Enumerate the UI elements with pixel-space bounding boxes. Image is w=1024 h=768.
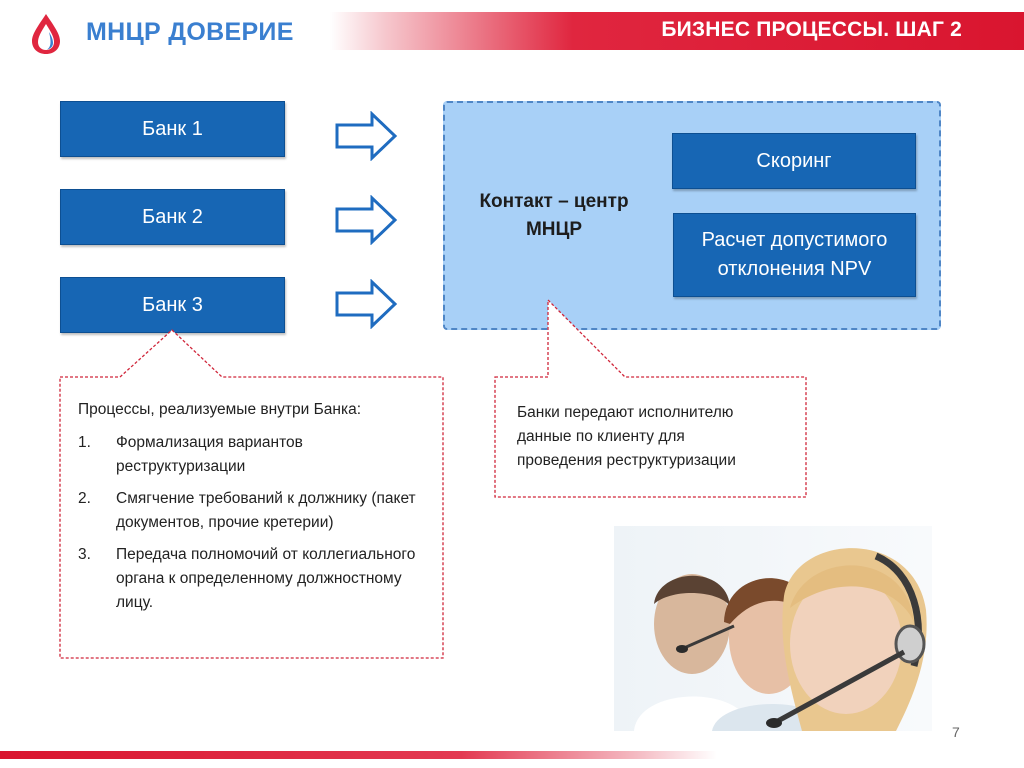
brand-name: МНЦР ДОВЕРИЕ <box>86 18 294 46</box>
bank-3-box: Банк 3 <box>60 277 285 333</box>
slide-title: БИЗНЕС ПРОЦЕССЫ. ШАГ 2 <box>661 18 962 41</box>
list-item-text: Формализация вариантов реструктуризации <box>116 434 303 475</box>
npv-deviation-box: Расчет допустимого отклонения NPV <box>673 213 916 297</box>
footer-bar <box>0 751 1024 759</box>
data-transfer-callout: Банки передают исполнителю данные по кли… <box>497 377 806 497</box>
npv-deviation-line1: Расчет допустимого <box>701 229 888 251</box>
arrow-right-icon <box>335 111 398 161</box>
header-bar: БИЗНЕС ПРОЦЕССЫ. ШАГ 2 <box>330 12 1024 50</box>
contact-center-title-line2: МНЦР <box>525 219 583 240</box>
logo-drop-icon <box>32 14 60 54</box>
bank-1-box: Банк 1 <box>60 101 285 157</box>
list-item-number: 3. <box>78 546 91 563</box>
npv-deviation-line2: отклонения NPV <box>717 258 872 280</box>
scoring-box: Скоринг <box>672 133 916 189</box>
contact-center-title-line1: Контакт – центр <box>479 191 629 212</box>
bank-2-box: Банк 2 <box>60 189 285 245</box>
contact-center-title: Контакт – центр МНЦР <box>466 188 642 244</box>
list-item-number: 2. <box>78 490 91 507</box>
call-center-operators-photo <box>614 526 932 731</box>
arrow-right-icon <box>335 279 398 329</box>
data-transfer-line3: проведения реструктуризации <box>517 452 736 469</box>
list-item: 2. Смягчение требований к должнику (паке… <box>78 487 430 535</box>
list-item: 3. Передача полномочий от коллегиального… <box>78 543 430 615</box>
page-number: 7 <box>952 724 960 740</box>
arrow-right-icon <box>335 195 398 245</box>
list-item-text: Передача полномочий от коллегиального ор… <box>116 546 416 611</box>
data-transfer-line2: данные по клиенту для <box>517 428 685 445</box>
data-transfer-line1: Банки передают исполнителю <box>517 404 734 421</box>
bank-processes-callout: Процессы, реализуемые внутри Банка: 1. Ф… <box>62 377 442 657</box>
bank-processes-lead: Процессы, реализуемые внутри Банка: <box>78 401 362 418</box>
list-item: 1. Формализация вариантов реструктуризац… <box>78 431 430 479</box>
list-item-text: Смягчение требований к должнику (пакет д… <box>116 490 416 531</box>
bank-processes-list: 1. Формализация вариантов реструктуризац… <box>78 431 430 615</box>
list-item-number: 1. <box>78 434 91 451</box>
